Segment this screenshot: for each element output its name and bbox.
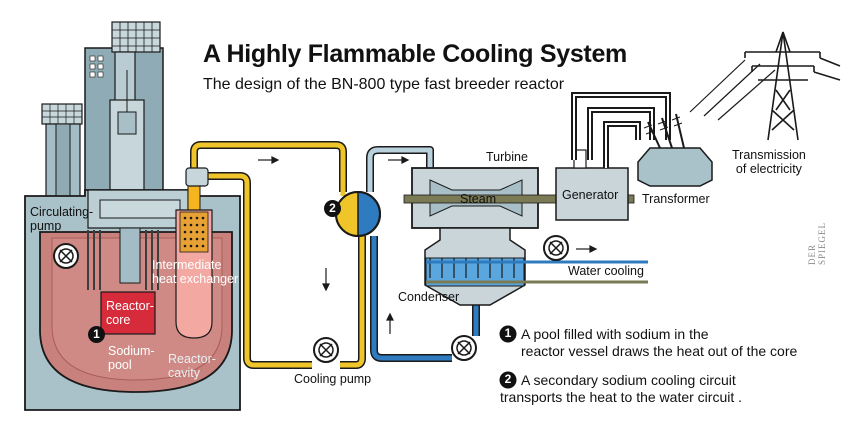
water-steam-loop bbox=[366, 146, 480, 362]
cooling-pump-icon bbox=[313, 337, 339, 363]
label-reactor-core: Reactor- core bbox=[106, 299, 154, 327]
page-subtitle: The design of the BN-800 type fast breed… bbox=[203, 76, 565, 93]
label-transmission: Transmission of electricity bbox=[732, 148, 806, 176]
credit-watermark: DER SPIEGEL bbox=[807, 222, 827, 265]
generator bbox=[555, 149, 629, 221]
label-water-cooling: Water cooling bbox=[568, 264, 644, 278]
transmission-tower bbox=[744, 31, 841, 141]
marker-two: 2 bbox=[324, 200, 341, 217]
legend-marker-one-label: 1 bbox=[504, 326, 512, 340]
label-generator: Generator bbox=[562, 188, 619, 202]
water-pump-icon bbox=[451, 335, 477, 361]
water-cooling-pump-icon bbox=[543, 235, 569, 261]
label-reactor-cavity: Reactor- cavity bbox=[168, 352, 216, 380]
label-sodium-pool: Sodium- pool bbox=[108, 344, 155, 372]
reactor-core-block bbox=[100, 291, 156, 335]
condenser bbox=[424, 227, 648, 306]
page-title: A Highly Flammable Cooling System bbox=[203, 40, 627, 68]
legend-item-one: A pool filled with sodium in the reactor… bbox=[521, 326, 798, 359]
marker-one: 1 bbox=[88, 326, 105, 343]
label-cooling-pump: Cooling pump bbox=[294, 372, 372, 386]
intermediate-heat-exchanger bbox=[175, 169, 213, 339]
transformer bbox=[637, 59, 776, 187]
legend-marker-two bbox=[499, 371, 517, 389]
label-steam: Steam bbox=[460, 192, 497, 206]
legend-item-two: A secondary sodium cooling circuit trans… bbox=[500, 372, 743, 405]
label-transformer: Transformer bbox=[642, 192, 710, 206]
label-condenser: Condenser bbox=[398, 290, 460, 304]
flow-arrows bbox=[258, 156, 598, 334]
circulating-pump-icon bbox=[53, 243, 79, 269]
secondary-sodium-loop bbox=[185, 141, 366, 369]
legend-marker-two-label: 2 bbox=[504, 372, 512, 386]
label-circulating-pump: Circulating- pump bbox=[30, 205, 94, 233]
label-turbine: Turbine bbox=[486, 150, 528, 164]
label-intermediate-heat-exchanger: Intermediate heat exchanger bbox=[152, 258, 239, 286]
secondary-heat-exchanger-disc bbox=[335, 191, 381, 237]
turbine bbox=[403, 167, 635, 229]
legend-marker-one bbox=[499, 325, 517, 343]
